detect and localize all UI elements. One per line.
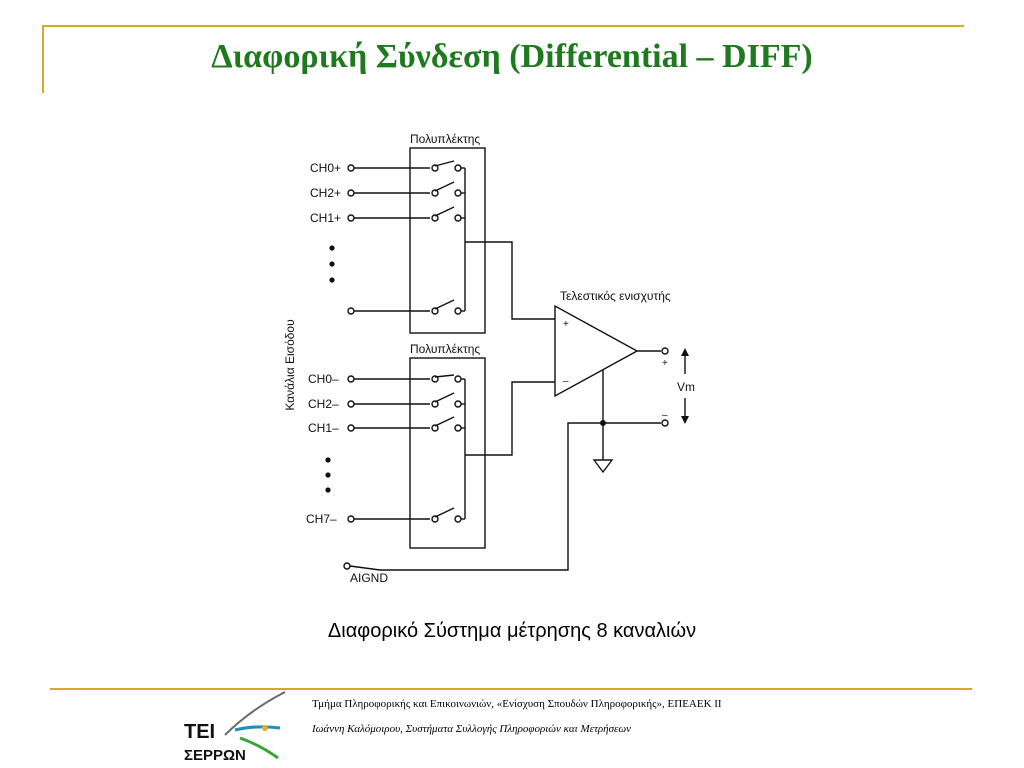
svg-text:CH2+: CH2+ <box>310 186 341 200</box>
side-label: Κανάλια Εισόδου <box>283 319 297 410</box>
bottom-channel-0: CH0– <box>308 372 462 386</box>
mux-top-label: Πολυπλέκτης <box>410 132 480 146</box>
bottom-channel-2: CH1– <box>308 416 462 435</box>
svg-text:CH7–: CH7– <box>306 512 337 526</box>
left-rule <box>42 25 44 93</box>
mux-bottom-label: Πολυπλέκτης <box>410 342 480 356</box>
vm-label: Vm <box>677 380 695 394</box>
bottom-channel-1: CH2– <box>308 392 462 411</box>
mux-top-box <box>409 147 486 334</box>
top-channel-last <box>347 299 462 315</box>
top-channel-2: CH1+ <box>310 206 462 225</box>
svg-text:+: + <box>662 358 668 369</box>
slide-title: Διαφορική Σύνδεση (Differential – DIFF) <box>211 38 813 75</box>
svg-text:+: + <box>563 319 569 330</box>
op-amp <box>554 304 639 398</box>
aignd-label: AIGND <box>350 571 388 585</box>
logo-bottom-text: ΣΕΡΡΩΝ <box>184 747 246 764</box>
footer-line-2: Ιωάννη Καλόμοιρου, Συστήματα Συλλογής Πλ… <box>312 723 632 735</box>
svg-text:CH1+: CH1+ <box>310 211 341 225</box>
diagram-caption: Διαφορικό Σύστημα μέτρησης 8 καναλιών <box>327 620 697 642</box>
ground-icon <box>592 459 614 474</box>
logo-top-text: ΤΕΙ <box>184 721 215 743</box>
mux-bottom-box <box>409 357 486 549</box>
tei-serron-logo: ΤΕΙ ΣΕΡΡΩΝ <box>184 691 286 764</box>
svg-text:CH1–: CH1– <box>308 421 339 435</box>
differential-diagram: Κανάλια Εισόδου Πολυπλέκτης CH0+ CH2+ CH… <box>283 132 695 585</box>
amp-label: Τελεστικός ενισχυτής <box>560 289 671 303</box>
top-rule <box>42 25 964 27</box>
bottom-channel-last: CH7– <box>306 507 462 526</box>
svg-text:CH0–: CH0– <box>308 372 339 386</box>
footer-rule <box>50 688 972 690</box>
svg-text:CH0+: CH0+ <box>310 161 341 175</box>
svg-text:–: – <box>563 376 569 387</box>
top-channel-0: CH0+ <box>310 160 462 175</box>
svg-text:CH2–: CH2– <box>308 397 339 411</box>
top-channel-1: CH2+ <box>310 181 462 200</box>
footer-line-1: Τμήμα Πληροφορικής και Επικοινωνιών, «Εν… <box>312 698 722 710</box>
svg-text:–: – <box>662 410 668 421</box>
